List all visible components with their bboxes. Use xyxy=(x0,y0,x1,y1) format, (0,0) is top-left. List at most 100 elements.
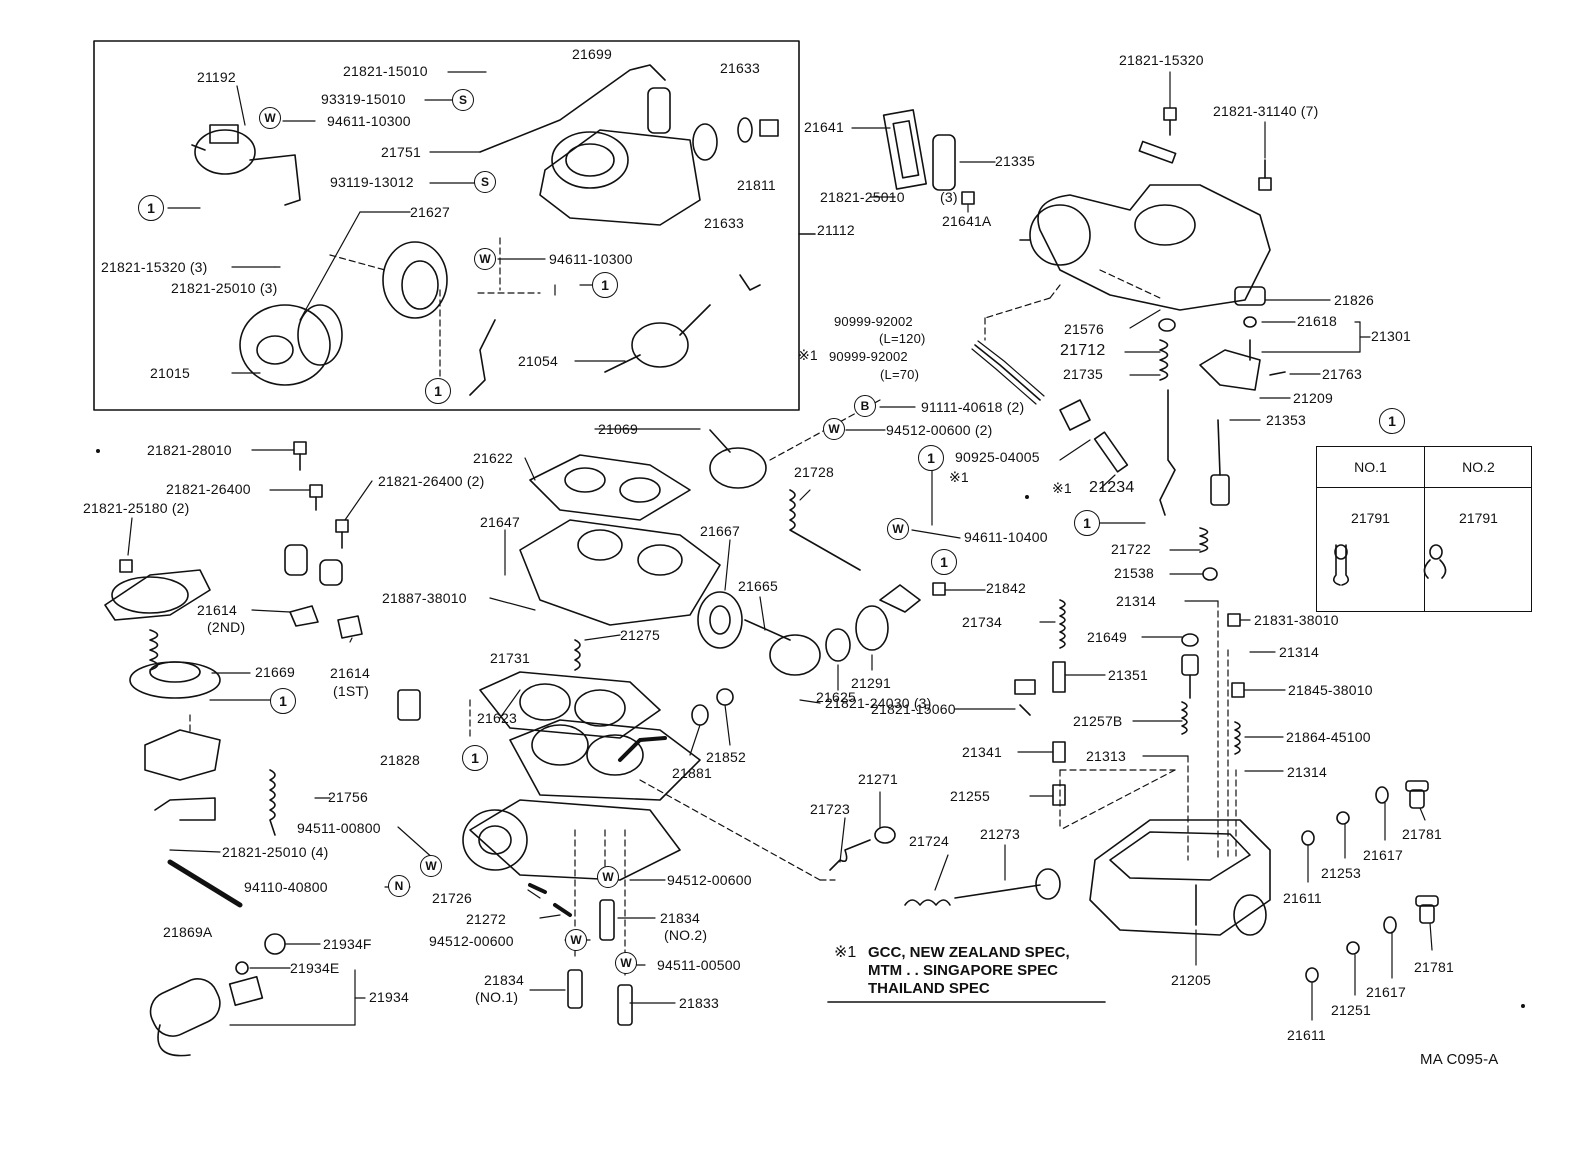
symbol-S-a: S xyxy=(452,89,474,111)
label-21826: 21826 xyxy=(1334,292,1374,308)
label-21821-25010-4: 21821-25010 (4) xyxy=(222,844,329,860)
part-21069-shape xyxy=(709,429,767,489)
throttle-body-assembly xyxy=(462,799,681,881)
label-21253: 21253 xyxy=(1321,865,1361,881)
part-21112-shape xyxy=(539,87,701,226)
label-21934F: 21934F xyxy=(323,936,372,952)
spring-21665 xyxy=(744,619,791,641)
label-21934: 21934 xyxy=(369,989,409,1005)
label-21273: 21273 xyxy=(980,826,1020,842)
label-21205: 21205 xyxy=(1171,972,1211,988)
symbol-asterisk-1-b: ※1 xyxy=(949,469,969,485)
label-21614-1st-qty: (1ST) xyxy=(333,683,369,699)
label-21192: 21192 xyxy=(197,69,236,85)
spring-21728 xyxy=(789,489,861,571)
part-21234-shape xyxy=(1059,399,1129,473)
label-21614-2nd-qty: (2ND) xyxy=(207,619,246,635)
plate xyxy=(1138,140,1177,164)
table-header-no2: NO.2 xyxy=(1424,447,1532,488)
label-21821-26400-a: 21821-26400 xyxy=(166,481,251,497)
symbol-1-h: 1 xyxy=(462,745,488,771)
part-21731-spring xyxy=(618,736,667,762)
label-94512-00600-d: 94512-00600 xyxy=(667,872,752,888)
part-21641-shape xyxy=(882,109,927,190)
part-21623-lower-shape xyxy=(509,719,701,801)
label-21576: 21576 xyxy=(1064,321,1104,337)
part-21192-shape xyxy=(191,124,301,206)
dashed-guides-lower-right xyxy=(1059,600,1237,861)
float-bowl-body xyxy=(1089,819,1271,936)
label-21234: 21234 xyxy=(1089,479,1135,496)
symbol-W-b: W xyxy=(474,248,496,270)
label-21821-25010-b: 21821-25010 xyxy=(820,189,905,205)
label-21834-no1: 21834 xyxy=(484,972,524,988)
symbol-W-h: W xyxy=(615,952,637,974)
drawing-code: MA C095-A xyxy=(1420,1051,1499,1068)
part-21712-shape xyxy=(1158,318,1176,332)
label-21633-bottom: 21633 xyxy=(704,215,744,231)
screw-21273 xyxy=(954,868,1061,900)
label-21611-a: 21611 xyxy=(1283,890,1322,906)
label-91111-40618: 91111-40618 (2) xyxy=(921,399,1025,415)
label-21313: 21313 xyxy=(1086,748,1126,764)
spec-note-line-1: GCC, NEW ZEALAND SPEC, xyxy=(868,944,1070,961)
label-21864-45100: 21864-45100 xyxy=(1286,729,1371,745)
leader-lines-mid-left xyxy=(127,428,986,1026)
part-21209-shape xyxy=(1199,339,1286,391)
part-21821-26400-shape xyxy=(309,484,349,549)
part-21934F-shape xyxy=(264,933,286,955)
leader-lines-lower-right xyxy=(954,600,1433,1021)
rod-21735 xyxy=(1159,389,1176,516)
symbol-1-table: 1 xyxy=(1379,408,1405,434)
label-21735: 21735 xyxy=(1063,366,1103,382)
label-21821-15060: 21821-15060 xyxy=(871,701,956,717)
symbol-W-c: W xyxy=(823,418,845,440)
label-21641-qty: (3) xyxy=(940,189,958,205)
label-21335: 21335 xyxy=(995,153,1035,169)
label-21833: 21833 xyxy=(679,995,719,1011)
symbol-1-b: 1 xyxy=(592,272,618,298)
part-21934-shape xyxy=(149,975,264,1057)
label-21724: 21724 xyxy=(909,833,949,849)
label-21625: 21625 xyxy=(816,689,856,705)
label-21821-15010: 21821-15010 xyxy=(343,63,428,79)
part-21821-25180-shape xyxy=(119,559,133,573)
label-21751: 21751 xyxy=(381,144,421,160)
part-21669-gasket-shape xyxy=(144,729,221,781)
label-21255: 21255 xyxy=(950,788,990,804)
table-header-no1: NO.1 xyxy=(1317,447,1424,488)
dashed-guides-mid xyxy=(189,699,836,976)
gasket-21633 xyxy=(692,123,718,161)
screw-21811 xyxy=(759,119,779,137)
label-21112: 21112 xyxy=(817,222,855,238)
label-21781-a: 21781 xyxy=(1402,826,1442,842)
label-90999-92002-a: 90999-92002 xyxy=(834,314,913,329)
label-94512-00600-c: 94512-00600 xyxy=(429,933,514,949)
symbol-1-f: 1 xyxy=(931,549,957,575)
part-21538-shape xyxy=(1202,567,1218,581)
part-21015-shape xyxy=(239,304,343,386)
label-21353: 21353 xyxy=(1266,412,1306,428)
label-21763: 21763 xyxy=(1322,366,1362,382)
label-90999-l70: (L=70) xyxy=(880,367,920,382)
lever-bracket xyxy=(154,797,216,821)
symbol-1-g: 1 xyxy=(270,688,296,714)
label-21611-b: 21611 xyxy=(1287,1027,1326,1043)
label-21887-38010: 21887-38010 xyxy=(382,590,467,606)
label-21257B: 21257B xyxy=(1073,713,1123,729)
label-90925-04005: 90925-04005 xyxy=(955,449,1040,465)
symbol-1-c: 1 xyxy=(425,378,451,404)
symbol-W-washer: W xyxy=(259,107,281,129)
symbol-W-f: W xyxy=(565,929,587,951)
part-21821-28010-shape xyxy=(293,441,307,471)
label-21314-c: 21314 xyxy=(1287,764,1327,780)
part-21291-shape xyxy=(855,605,889,651)
label-21647: 21647 xyxy=(480,514,520,530)
lever-piece xyxy=(739,274,761,291)
label-90999-92002-b: 90999-92002 xyxy=(829,349,908,364)
label-21756: 21756 xyxy=(328,789,368,805)
leader-lines-top-right xyxy=(845,71,1371,575)
label-21852: 21852 xyxy=(706,749,746,765)
label-21617-a: 21617 xyxy=(1363,847,1403,863)
